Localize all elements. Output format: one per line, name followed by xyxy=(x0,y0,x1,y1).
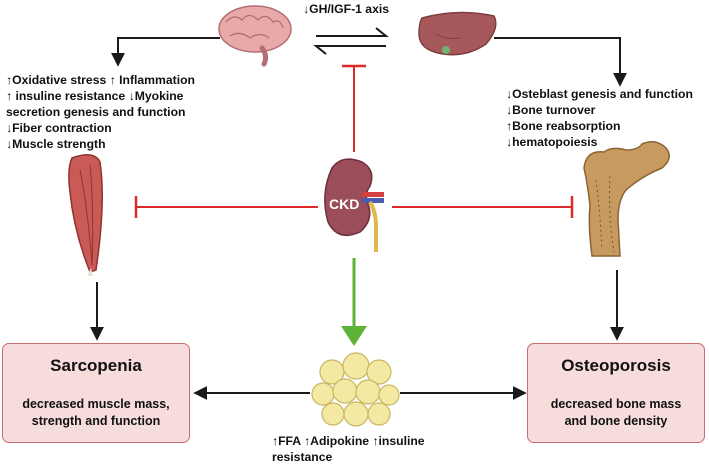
sarcopenia-box: Sarcopenia decreased muscle mass, streng… xyxy=(2,343,190,443)
adipose-tissue-icon xyxy=(311,352,400,427)
bone-icon xyxy=(583,141,670,257)
sarcopenia-title: Sarcopenia xyxy=(50,356,142,375)
sarcopenia-description-line: strength and function xyxy=(31,414,161,428)
brain-effect-line: ↑Oxidative stress ↑ Inflammation xyxy=(6,73,195,87)
brain-effect-line: secretion genesis and function xyxy=(6,105,186,119)
inhibition-to-gh-axis xyxy=(342,64,366,152)
fat-effect-line: ↑FFA ↑Adipokine ↑insuline xyxy=(272,434,425,448)
liver-effect-line: ↓Osteblast genesis and function xyxy=(506,87,693,101)
osteoporosis-description-line: decreased bone mass xyxy=(550,397,682,411)
brain-icon xyxy=(218,5,292,67)
liver-effect-line: ↓hematopoiesis xyxy=(506,135,598,149)
gh-igf-axis-label: ↓GH/IGF-1 axis xyxy=(303,2,390,16)
inhibition-to-bone xyxy=(392,196,574,218)
equilibrium-arrows-icon xyxy=(313,27,389,55)
kidney-label: CKD xyxy=(329,196,360,212)
brain-effect-line: ↓Muscle strength xyxy=(6,137,106,151)
stimulation-arrow xyxy=(341,258,367,346)
sarcopenia-description-line: decreased muscle mass, xyxy=(22,397,170,411)
osteoporosis-title: Osteoporosis xyxy=(561,356,671,375)
liver-effect-line: ↓Bone turnover xyxy=(506,103,596,117)
liver-to-bone-arrow xyxy=(494,37,627,87)
osteoporosis-description-line: and bone density xyxy=(564,414,668,428)
liver-effect-line: ↑Bone reabsorption xyxy=(506,119,621,133)
liver-icon xyxy=(418,11,497,56)
inhibition-to-muscle xyxy=(134,196,318,218)
brain-effect-line: ↑ insuline resistance ↓Myokine xyxy=(6,89,184,103)
brain-effects-list: ↑Oxidative stress ↑ Inflammation ↑ insul… xyxy=(6,72,195,152)
brain-to-muscle-arrow xyxy=(111,37,220,67)
muscle-icon xyxy=(68,154,103,276)
fat-effect-line: resistance xyxy=(272,450,333,464)
osteoporosis-box: Osteoporosis decreased bone mass and bon… xyxy=(527,343,705,443)
kidney-icon xyxy=(324,158,384,252)
brain-effect-line: ↓Fiber contraction xyxy=(6,121,112,135)
liver-effects-list: ↓Osteblast genesis and function ↓Bone tu… xyxy=(506,86,693,150)
fat-effects-list: ↑FFA ↑Adipokine ↑insuline resistance xyxy=(272,433,425,464)
